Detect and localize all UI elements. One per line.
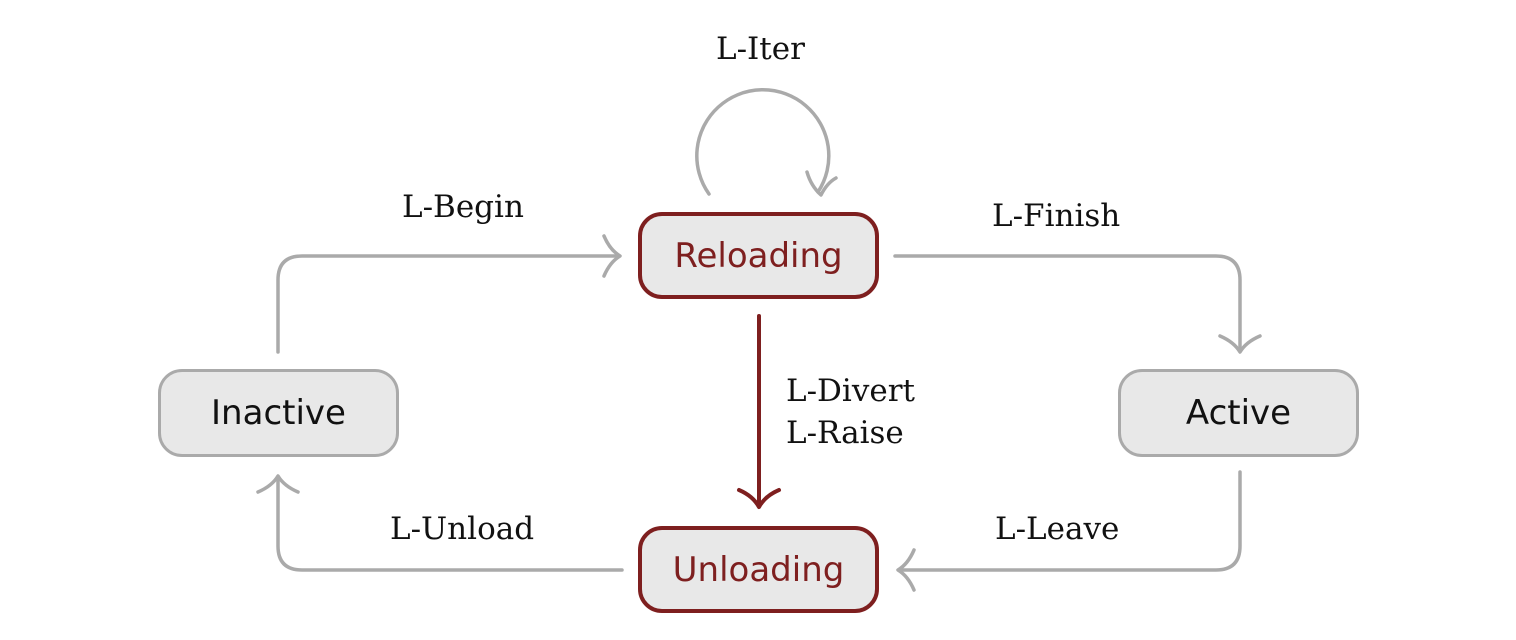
edge-begin-arrowhead bbox=[602, 234, 622, 278]
edge-begin bbox=[276, 254, 620, 354]
state-inactive: Inactive bbox=[158, 369, 399, 457]
edge-iter bbox=[695, 88, 831, 196]
state-active: Active bbox=[1118, 369, 1359, 457]
state-reloading-label: Reloading bbox=[674, 235, 843, 276]
state-unloading-label: Unloading bbox=[672, 549, 845, 590]
label-leave: L-Leave bbox=[995, 511, 1120, 547]
label-unload: L-Unload bbox=[390, 511, 535, 547]
edge-divert-arrowhead bbox=[737, 488, 781, 509]
edge-iter-arrowhead bbox=[805, 170, 838, 197]
label-raise: L-Raise bbox=[786, 415, 904, 451]
edge-unload bbox=[276, 476, 624, 572]
edge-leave bbox=[898, 470, 1242, 572]
edge-finish bbox=[893, 254, 1242, 352]
label-begin: L-Begin bbox=[402, 189, 524, 225]
state-active-label: Active bbox=[1185, 393, 1292, 433]
state-unloading: Unloading bbox=[638, 526, 879, 613]
edge-unload-arrowhead bbox=[256, 474, 300, 494]
state-reloading: Reloading bbox=[638, 212, 879, 299]
label-divert: L-Divert bbox=[786, 373, 915, 409]
label-iter: L-Iter bbox=[716, 31, 805, 67]
edge-finish-arrowhead bbox=[1218, 334, 1262, 354]
label-finish: L-Finish bbox=[992, 198, 1121, 234]
edge-leave-arrowhead bbox=[896, 548, 916, 592]
state-inactive-label: Inactive bbox=[211, 393, 346, 433]
